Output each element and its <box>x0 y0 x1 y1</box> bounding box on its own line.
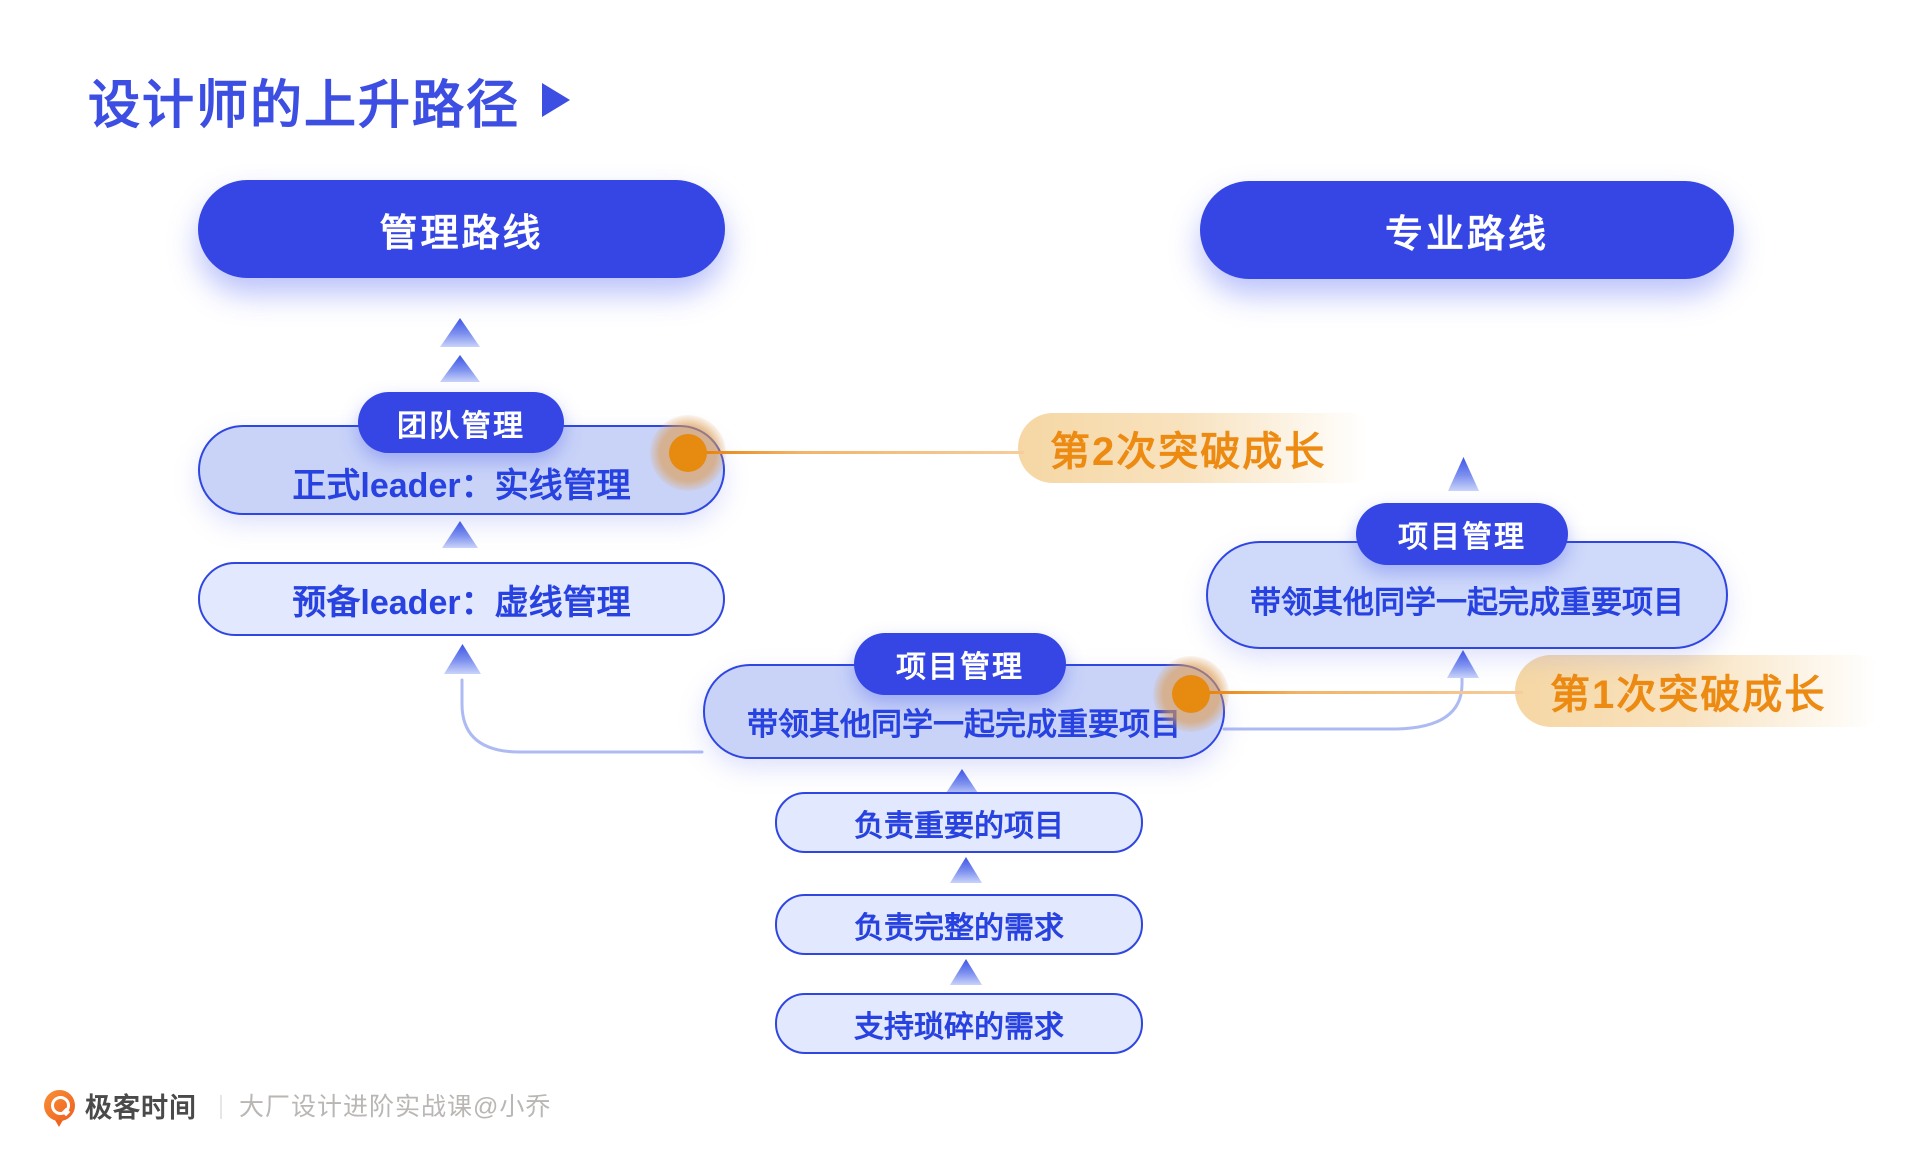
play-triangle-icon <box>542 83 571 117</box>
professional-route-label: 专业路线 <box>1384 213 1549 256</box>
project-management-tag-center-label: 项目管理 <box>896 651 1024 684</box>
complete-requirements-node: 负责完整的需求 <box>775 894 1143 955</box>
geektime-logo-icon <box>44 1089 75 1127</box>
project-management-tag-right: 项目管理 <box>1356 503 1568 565</box>
curve-left-connector <box>460 678 704 754</box>
curve-right-connector <box>1222 674 1464 731</box>
professional-route-header: 专业路线 <box>1200 181 1734 279</box>
lead-projects-node-right: 带领其他同学一起完成重要项目 <box>1206 541 1728 649</box>
footer: 极客时间 ｜ 大厂设计进阶实战课@小乔 <box>44 1084 552 1127</box>
second-breakthrough-callout: 第2次突破成长 <box>1018 413 1382 483</box>
reserve-leader-text: 预备leader：虚线管理 <box>292 583 631 622</box>
team-management-tag-label: 团队管理 <box>397 409 525 443</box>
breakthrough-line <box>1205 691 1523 694</box>
page-title: 设计师的上升路径 <box>88 64 571 136</box>
footer-brand: 极客时间 <box>85 1092 197 1123</box>
management-route-label: 管理路线 <box>379 212 544 255</box>
complete-requirements-text: 负责完整的需求 <box>854 911 1064 945</box>
breakthrough-dot-icon <box>669 434 707 472</box>
breakthrough-dot-icon <box>1172 675 1210 713</box>
trivial-requirements-text: 支持琐碎的需求 <box>854 1010 1064 1044</box>
project-management-tag-center: 项目管理 <box>854 633 1066 695</box>
project-management-tag-right-label: 项目管理 <box>1398 521 1526 554</box>
lead-projects-center-text: 带领其他同学一起完成重要项目 <box>747 707 1181 742</box>
management-route-header: 管理路线 <box>198 180 725 278</box>
lead-projects-right-text: 带领其他同学一起完成重要项目 <box>1250 584 1684 620</box>
reserve-leader-node: 预备leader：虚线管理 <box>198 562 725 636</box>
page-title-text: 设计师的上升路径 <box>88 76 521 135</box>
footer-course: 大厂设计进阶实战课@小乔 <box>239 1093 552 1121</box>
first-breakthrough-callout: 第1次突破成长 <box>1515 655 1892 727</box>
important-projects-text: 负责重要的项目 <box>854 809 1064 843</box>
trivial-requirements-node: 支持琐碎的需求 <box>775 993 1143 1054</box>
important-projects-node: 负责重要的项目 <box>775 792 1143 853</box>
second-breakthrough-text: 第2次突破成长 <box>1050 430 1327 474</box>
team-management-tag: 团队管理 <box>358 392 564 453</box>
footer-separator: ｜ <box>209 1094 233 1122</box>
first-breakthrough-text: 第1次突破成长 <box>1550 673 1827 717</box>
formal-leader-text: 正式leader：实线管理 <box>292 466 631 505</box>
breakthrough-line <box>702 451 1024 454</box>
